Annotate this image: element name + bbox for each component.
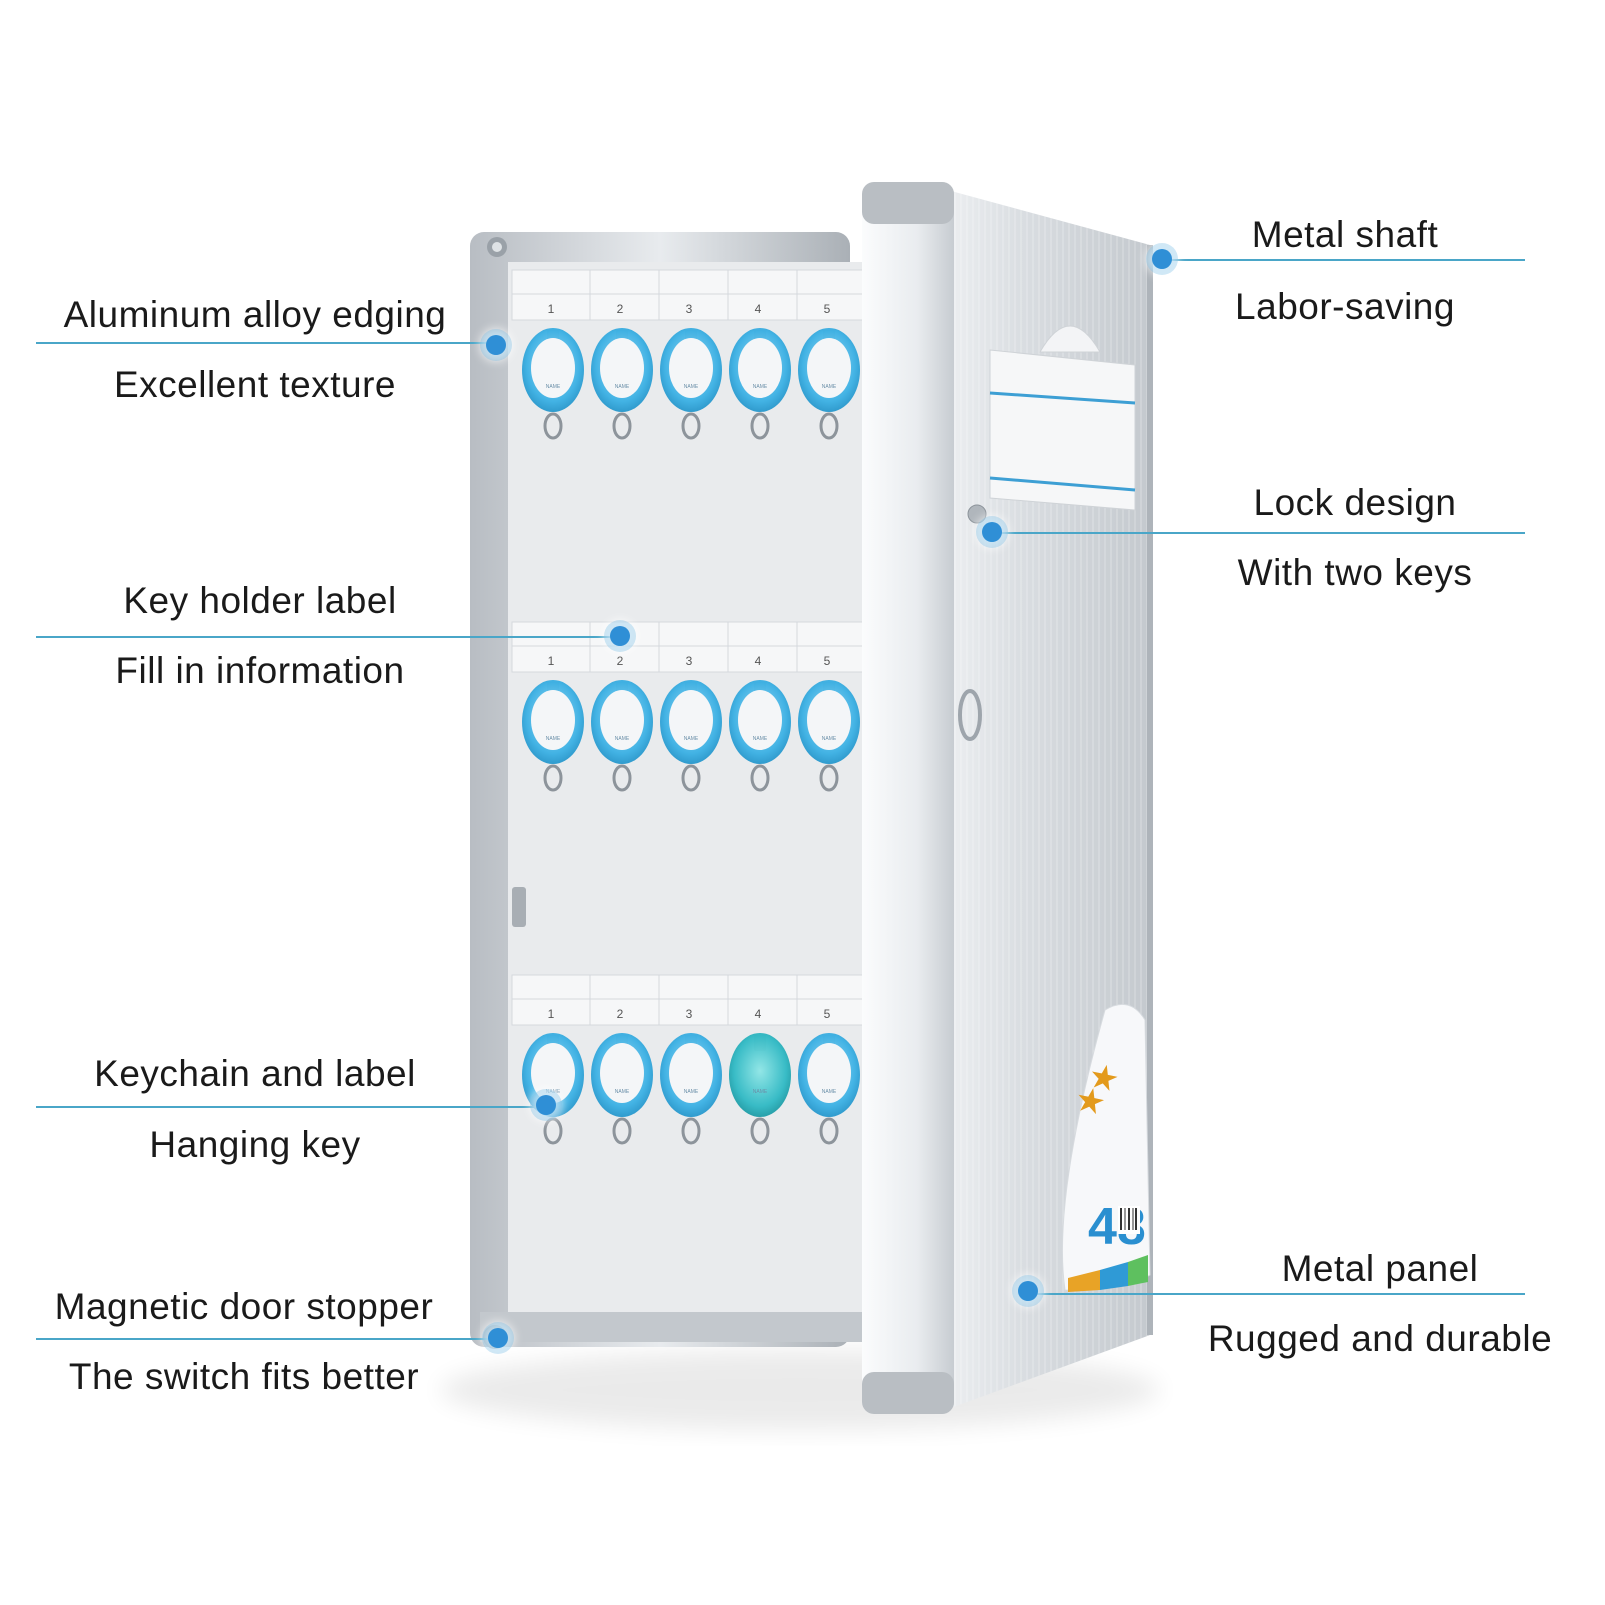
key-label-title: Key holder label [123, 580, 397, 621]
magnetic-dot [488, 1328, 508, 1348]
tag-text: NAME [684, 736, 699, 742]
key-tag: NAME [522, 328, 584, 440]
tag-text: NAME [822, 384, 837, 390]
key-tag: NAME [591, 680, 653, 792]
tag-text: NAME [684, 384, 699, 390]
cabinet-door: ★★ 48 [862, 182, 1153, 1414]
key-tag: NAME [660, 328, 722, 440]
metal-panel-dot [1018, 1281, 1038, 1301]
key-tag: NAME [660, 1033, 722, 1145]
key-tag: NAME [729, 680, 791, 792]
hook-number: 1 [548, 302, 555, 316]
key-tag: NAME [660, 680, 722, 792]
key-tag: NAME [522, 1033, 584, 1145]
tag-text: NAME [753, 1089, 768, 1095]
hook-number: 3 [686, 302, 693, 316]
lock-rule [992, 532, 1525, 534]
key-tag: NAME [522, 680, 584, 792]
tag-text: NAME [546, 1089, 561, 1095]
hook-number: 3 [686, 1007, 693, 1021]
key-label-rule [36, 636, 618, 638]
key-tag: NAME [798, 680, 860, 792]
hook-number: 4 [755, 654, 762, 668]
lock-subtitle: With two keys [1237, 552, 1473, 593]
hook-number: 2 [617, 302, 624, 316]
hook-number: 5 [824, 302, 831, 316]
magnetic-subtitle: The switch fits better [68, 1356, 420, 1397]
metal-shaft-rule [1162, 259, 1525, 261]
tag-text: NAME [546, 384, 561, 390]
metal-panel-rule [1028, 1293, 1525, 1295]
keychain-title: Keychain and label [94, 1053, 416, 1094]
hook-number: 1 [548, 1007, 555, 1021]
keychain-rule [36, 1106, 546, 1108]
hook-number: 5 [824, 654, 831, 668]
key-tag: NAME [591, 328, 653, 440]
lock-title: Lock design [1253, 482, 1457, 523]
metal-panel-title: Metal panel [1281, 1248, 1479, 1289]
hook-number: 4 [755, 1007, 762, 1021]
keychain-dot [536, 1095, 556, 1115]
key-tag: NAME [591, 1033, 653, 1145]
label-strip: 1 2 3 4 5 [511, 269, 867, 321]
tag-text: NAME [615, 1089, 630, 1095]
key-tag: NAME [798, 1033, 860, 1145]
aluminum-subtitle: Excellent texture [113, 364, 397, 405]
key-label-subtitle: Fill in information [115, 650, 405, 691]
aluminum-rule [36, 342, 496, 344]
tag-text: NAME [684, 1089, 699, 1095]
label-strip: 1 2 3 4 5 [511, 621, 867, 673]
key-label-dot [610, 626, 630, 646]
lock-dot [982, 522, 1002, 542]
magnetic-title: Magnetic door stopper [54, 1286, 434, 1327]
tag-text: NAME [822, 736, 837, 742]
metal-shaft-dot [1152, 249, 1172, 269]
key-tag: NAME [729, 328, 791, 440]
key-tag: NAME [798, 328, 860, 440]
aluminum-title: Aluminum alloy edging [63, 294, 447, 335]
hook-number: 2 [617, 654, 624, 668]
hook-number: 2 [617, 1007, 624, 1021]
magnetic-rule [36, 1338, 496, 1340]
metal-shaft-title: Metal shaft [1251, 214, 1439, 255]
keychain-subtitle: Hanging key [149, 1124, 361, 1165]
tag-text: NAME [822, 1089, 837, 1095]
hook-number: 1 [548, 654, 555, 668]
label-strip: 1 2 3 4 5 [511, 974, 867, 1026]
metal-shaft-subtitle: Labor-saving [1235, 286, 1455, 327]
tag-text: NAME [546, 736, 561, 742]
tag-text: NAME [615, 736, 630, 742]
key-tag: NAME [729, 1033, 791, 1145]
hook-number: 3 [686, 654, 693, 668]
tag-text: NAME [753, 384, 768, 390]
tag-text: NAME [753, 736, 768, 742]
hook-number: 4 [755, 302, 762, 316]
hook-number: 5 [824, 1007, 831, 1021]
aluminum-dot [486, 335, 506, 355]
metal-panel-subtitle: Rugged and durable [1207, 1318, 1553, 1359]
tag-text: NAME [615, 384, 630, 390]
